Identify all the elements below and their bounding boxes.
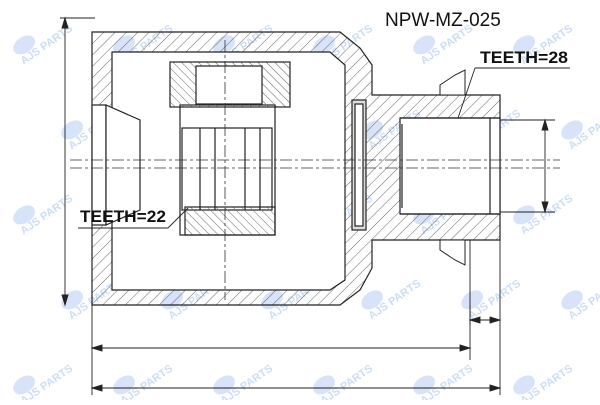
watermark-logo: AJS PARTS: [561, 278, 600, 322]
seal-tabs: [439, 69, 466, 266]
watermark-logo: AJS PARTS: [313, 363, 375, 405]
end-cap: [91, 104, 141, 226]
part-number: NPW-MZ-025: [385, 10, 501, 31]
watermark-logo: AJS PARTS: [413, 363, 475, 405]
watermark-logo: AJS PARTS: [513, 363, 575, 405]
watermark-logo: AJS PARTS: [561, 108, 600, 152]
watermark-logo: AJS PARTS: [113, 363, 175, 405]
dimensions: [60, 16, 570, 395]
shaft-bore: [399, 117, 501, 215]
tripod-assembly: [169, 61, 291, 236]
watermark-logo: AJS PARTS: [13, 363, 75, 405]
watermark-logo: AJS PARTS: [213, 363, 275, 405]
center-lines: [70, 40, 560, 300]
tripod-spline-hub: [181, 127, 273, 211]
teeth-outer-label: TEETH=28: [480, 48, 568, 67]
roller-upper-inner: [195, 65, 263, 105]
housing: [91, 31, 501, 306]
watermark-logo: AJS PARTS: [513, 193, 575, 237]
teeth-inner-label: TEETH=22: [80, 207, 166, 226]
roller-lower: [184, 206, 276, 236]
watermark-logo: AJS PARTS: [461, 278, 523, 322]
end-cap-taper: [105, 104, 141, 226]
circlip: [351, 99, 367, 231]
